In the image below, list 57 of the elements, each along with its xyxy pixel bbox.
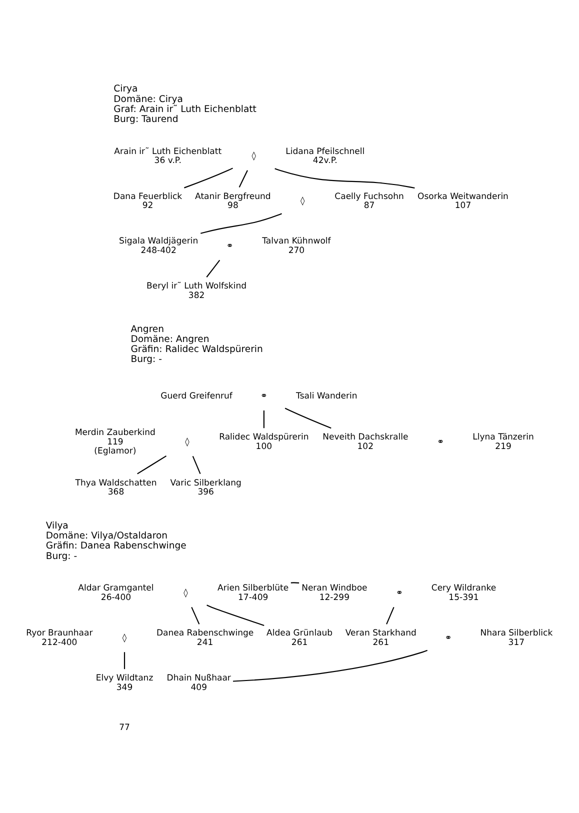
- label: 77: [119, 723, 130, 734]
- node-text: Veran Starkhand 261: [345, 628, 416, 648]
- node-text: Sigala Waldjägerin 248-402: [119, 236, 198, 256]
- node-text: Merdin Zauberkind 119 (Eglamor): [74, 428, 156, 457]
- node-text: Atanir Bergfreund 98: [195, 192, 271, 212]
- node-text: Aldar Gramgantel 26-400: [78, 584, 154, 603]
- node-text: ◊: [300, 196, 305, 206]
- node-text: Lidana Pfeilschnell 42v.P.: [286, 146, 365, 166]
- connector: [284, 408, 332, 429]
- node-text: Osorka Weitwanderin 107: [418, 192, 508, 212]
- node-text: ◊: [122, 633, 127, 644]
- node-text: Danea Rabenschwinge 241: [156, 628, 254, 648]
- node-text: ◊: [185, 437, 190, 448]
- node-text: Neran Windboe 12-299: [302, 584, 368, 603]
- node-text: Cirya Domäne: Cirya Graf: Arain ir˜ Luth Eichenblatt Burg: Taurend: [114, 84, 256, 125]
- connector: [124, 652, 126, 670]
- node-text: Ryor Braunhaar 212-400: [26, 628, 93, 648]
- connector: [233, 650, 428, 682]
- node-text: Arien Silberblüte 17-409: [218, 584, 289, 603]
- connector: [184, 168, 233, 188]
- node-text: ⚭: [226, 241, 234, 252]
- node-text: Elvy Wildtanz 349: [96, 674, 154, 693]
- node-text: ◊: [252, 151, 256, 162]
- node-text: Llyna Tänzerin 219: [472, 432, 534, 452]
- node-text: Dana Feuerblick 92: [113, 192, 182, 212]
- node-text: Arain ir˜ Luth Eichenblatt 36 v.P.: [114, 146, 222, 166]
- node-text: ◊: [184, 588, 188, 598]
- node-text: Neveith Dachskralle 102: [322, 432, 408, 452]
- node-text: Talvan Kühnwolf 270: [262, 236, 331, 256]
- node-text: ⚭: [444, 633, 452, 644]
- node-text: Ralidec Waldspürerin 100: [219, 432, 309, 452]
- node-text: Angren Domäne: Angren Gräfin: Ralidec Waldspürerin Burg: -: [130, 324, 263, 366]
- connector: [263, 410, 264, 428]
- connector: [191, 606, 200, 624]
- node-text: Nhara Silberblick 317: [480, 628, 553, 648]
- connector: [200, 213, 282, 234]
- connector: [192, 456, 201, 474]
- node-text: Thya Waldschatten 368: [75, 478, 157, 498]
- connector: [290, 582, 300, 584]
- node-text: ⚭: [260, 392, 268, 402]
- node-text: Cery Wildranke 15-391: [431, 584, 496, 603]
- node-text: Varic Silberklang 396: [170, 478, 242, 498]
- connector: [206, 260, 220, 278]
- connector: [238, 170, 248, 188]
- connector: [274, 168, 415, 189]
- node-text: ⚭: [436, 437, 444, 448]
- node-text: Guerd Greifenruf: [160, 392, 232, 402]
- node-text: Dhain Nußhaar 409: [166, 674, 231, 693]
- node-text: Caelly Fuchsohn 87: [334, 192, 404, 212]
- node-text: Tsali Wanderin: [296, 392, 358, 402]
- connector: [137, 455, 167, 474]
- node-text: Aldea Grünlaub 261: [266, 628, 333, 648]
- node-text: Beryl ir˜ Luth Wolfskind 382: [146, 282, 247, 301]
- connector: [386, 607, 394, 624]
- connector: [206, 604, 264, 626]
- node-text: ⚭: [396, 588, 404, 598]
- node-text: Vilya Domäne: Vilya/Ostaldaron Gräfin: Danea Rabenschwinge Burg: -: [46, 520, 186, 562]
